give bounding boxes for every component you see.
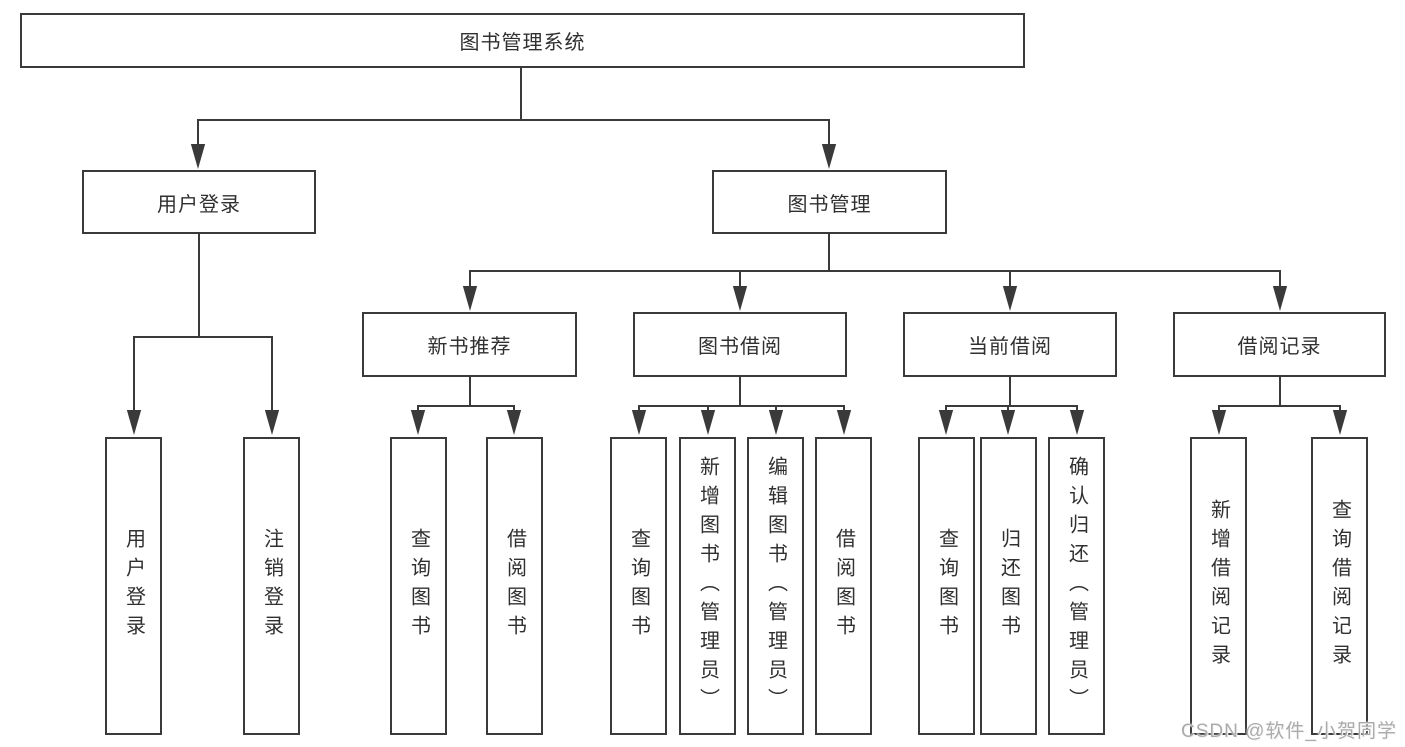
connector-line [416, 404, 516, 408]
node-label: 借阅图书 [503, 528, 526, 644]
node-user-login: 用户登录 [82, 170, 316, 234]
leaf-add-borrow-record: 新增借阅记录 [1190, 437, 1247, 735]
node-book-borrow: 图书借阅 [633, 312, 847, 377]
node-label: 借阅记录 [1237, 336, 1322, 358]
leaf-borrow-book: 借阅图书 [815, 437, 872, 735]
arrowhead-down-icon [836, 410, 852, 435]
node-label: 借阅图书 [832, 528, 855, 644]
node-label: 查询图书 [407, 528, 430, 644]
arrowhead-down-icon [700, 410, 716, 435]
arrowhead-down-icon [1332, 410, 1348, 435]
node-label: 当前借阅 [968, 336, 1052, 358]
leaf-borrow-book-recommend: 借阅图书 [486, 437, 543, 735]
connector-line [1008, 377, 1012, 406]
arrowhead-down-icon [1211, 410, 1227, 435]
connector-line [270, 337, 274, 419]
connector-line [1217, 404, 1342, 408]
node-label: 用户登录 [157, 193, 241, 216]
leaf-query-book-current: 查询图书 [918, 437, 975, 735]
csdn-watermark: CSDN @软件_小贺同学 [1181, 721, 1397, 742]
node-label: 查询借阅记录 [1328, 499, 1351, 673]
leaf-return-book: 归还图书 [980, 437, 1037, 735]
leaf-confirm-return-admin: 确认归还（管理员） [1048, 437, 1105, 735]
arrowhead-down-icon [1069, 410, 1085, 435]
arrowhead-down-icon [732, 286, 748, 311]
arrowhead-down-icon [1272, 286, 1288, 311]
leaf-add-book-admin: 新增图书（管理员） [679, 437, 736, 735]
connector-line [468, 377, 472, 406]
node-label: 编辑图书（管理员） [764, 455, 787, 717]
arrowhead-down-icon [631, 410, 647, 435]
node-label: 新增图书（管理员） [696, 455, 719, 717]
node-label: 确认归还（管理员） [1065, 455, 1088, 717]
node-label: 查询图书 [935, 528, 958, 644]
connector-line [738, 271, 742, 295]
node-label: 图书借阅 [698, 336, 782, 358]
arrowhead-down-icon [1002, 286, 1018, 311]
connector-line [944, 404, 1079, 408]
arrowhead-down-icon [768, 410, 784, 435]
connector-line [1008, 271, 1012, 295]
arrowhead-down-icon [190, 144, 206, 169]
connector-line [468, 269, 1282, 273]
arrowhead-down-icon [506, 410, 522, 435]
connector-line [519, 68, 523, 120]
connector-line [132, 337, 136, 419]
node-new-book-recommend: 新书推荐 [362, 312, 577, 377]
leaf-edit-book-admin: 编辑图书（管理员） [747, 437, 804, 735]
connector-line [1278, 377, 1282, 406]
node-label: 新书推荐 [427, 336, 512, 358]
connector-line [827, 234, 831, 271]
node-book-management: 图书管理 [712, 170, 947, 234]
connector-line [196, 118, 831, 122]
connector-line [637, 404, 846, 408]
node-current-borrow: 当前借阅 [903, 312, 1117, 377]
node-label: 图书管理系统 [459, 32, 586, 54]
leaf-logout: 注销登录 [243, 437, 300, 735]
leaf-query-book-borrow: 查询图书 [610, 437, 667, 735]
node-library-management-system: 图书管理系统 [20, 13, 1025, 68]
arrowhead-down-icon [821, 144, 837, 169]
connector-line [827, 120, 831, 153]
arrowhead-down-icon [462, 286, 478, 311]
node-label: 归还图书 [997, 528, 1020, 644]
connector-line [738, 377, 742, 406]
connector-line [197, 234, 201, 337]
node-label: 新增借阅记录 [1207, 499, 1230, 673]
connector-line [132, 335, 274, 339]
leaf-query-borrow-record: 查询借阅记录 [1311, 437, 1368, 735]
arrowhead-down-icon [938, 410, 954, 435]
node-label: 图书管理 [787, 193, 872, 216]
arrowhead-down-icon [126, 410, 142, 435]
connector-line [468, 271, 472, 295]
leaf-user-login: 用户登录 [105, 437, 162, 735]
connector-line [196, 120, 200, 153]
node-label: 用户登录 [122, 528, 145, 644]
arrowhead-down-icon [264, 410, 280, 435]
arrowhead-down-icon [1000, 410, 1016, 435]
connector-line [1278, 271, 1282, 295]
arrowhead-down-icon [410, 410, 426, 435]
node-label: 查询图书 [627, 528, 650, 644]
node-borrow-record: 借阅记录 [1173, 312, 1386, 377]
leaf-query-book-recommend: 查询图书 [390, 437, 447, 735]
node-label: 注销登录 [260, 528, 283, 644]
